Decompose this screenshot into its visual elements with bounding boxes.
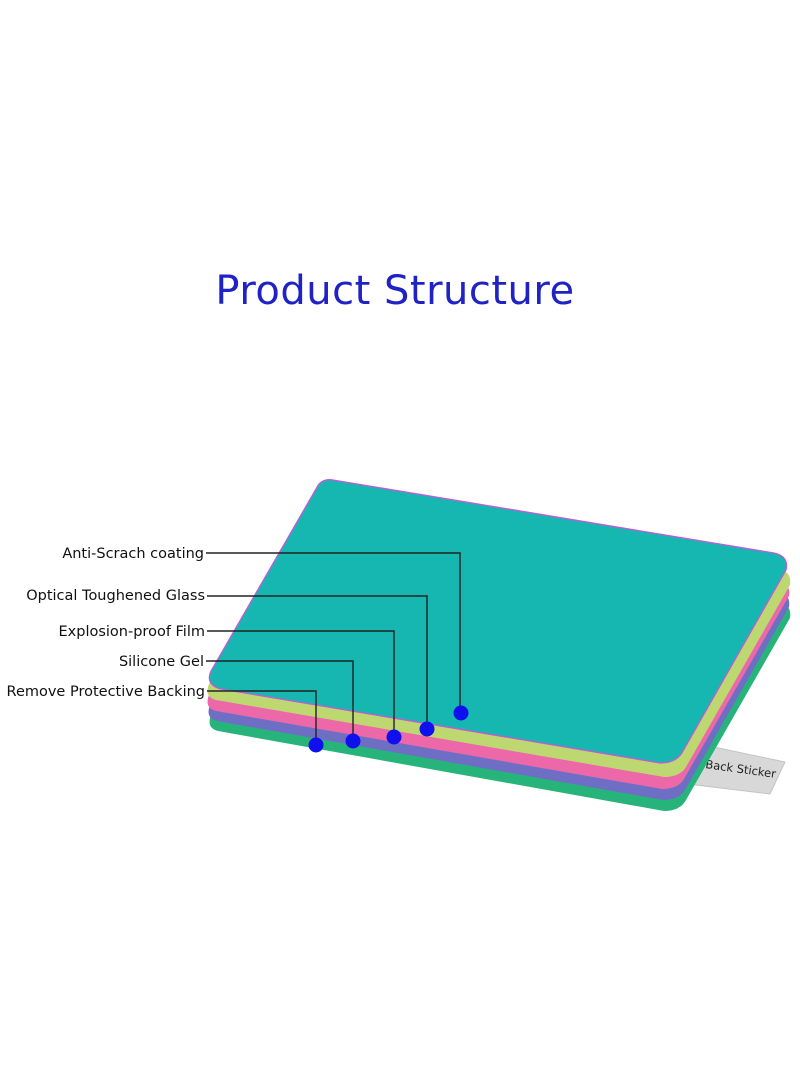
- leader-line: [206, 552, 461, 713]
- callout-silicone-gel: Silicone Gel: [119, 654, 361, 749]
- callout-dot: [419, 721, 435, 737]
- label-explosion-proof-film: Explosion-proof Film: [59, 624, 206, 640]
- label-remove-protective-backing: Remove Protective Backing: [7, 684, 205, 700]
- callout-anti-scratch: Anti-Scrach coating: [62, 546, 469, 721]
- callout-optical-glass: Optical Toughened Glass: [26, 588, 435, 737]
- callout-explosion-proof: Explosion-proof Film: [59, 624, 402, 745]
- label-anti-scratch-coating: Anti-Scrach coating: [62, 546, 204, 562]
- leader-line: [206, 660, 354, 741]
- callout-dot: [308, 737, 324, 753]
- leader-line: [207, 690, 317, 745]
- label-silicone-gel: Silicone Gel: [119, 654, 204, 670]
- callout-dot: [386, 729, 402, 745]
- callout-dot: [345, 733, 361, 749]
- callout-dot: [453, 705, 469, 721]
- page-title: Product Structure: [215, 268, 575, 314]
- leader-line: [207, 595, 428, 729]
- leader-line: [207, 630, 395, 737]
- label-optical-toughened-glass: Optical Toughened Glass: [26, 588, 205, 604]
- callout-protective-backing: Remove Protective Backing: [7, 684, 324, 753]
